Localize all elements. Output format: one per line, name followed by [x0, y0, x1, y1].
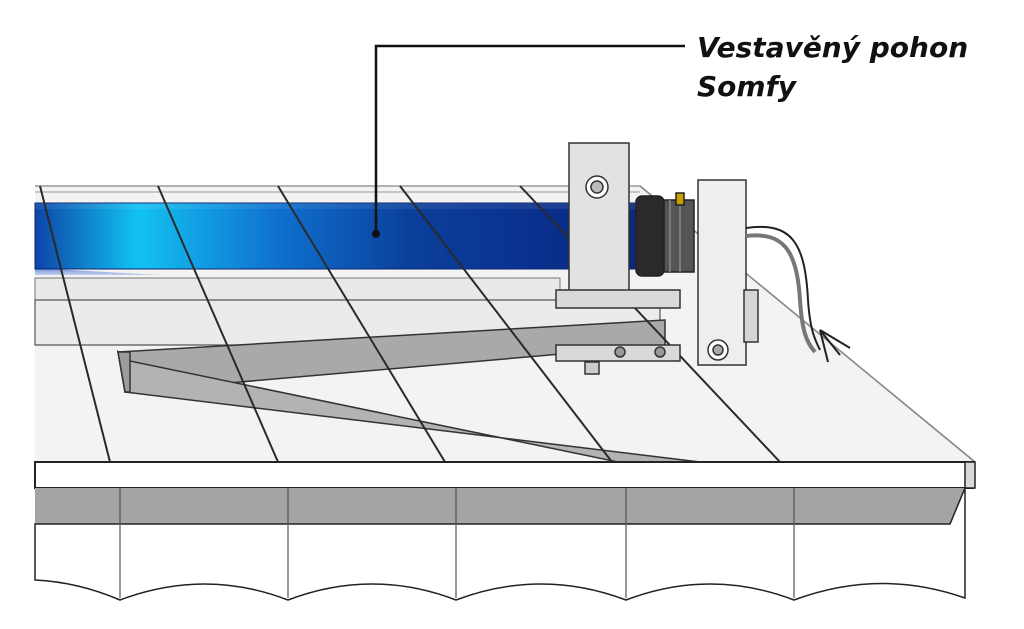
callout-line-2: Somfy	[697, 70, 797, 103]
front-bar	[34, 461, 976, 489]
fabric-seams	[39, 185, 976, 463]
motor-callout-label: Vestavěný pohon Somfy	[697, 28, 1017, 106]
motor-mount-plate	[697, 179, 759, 366]
wall-bracket	[555, 142, 681, 375]
awning-valance	[34, 487, 966, 601]
motor-cable	[745, 226, 851, 363]
motor-head	[635, 192, 695, 277]
motor-tube	[34, 202, 641, 270]
callout-line-1: Vestavěný pohon	[697, 31, 969, 64]
callout-leader	[374, 44, 685, 234]
